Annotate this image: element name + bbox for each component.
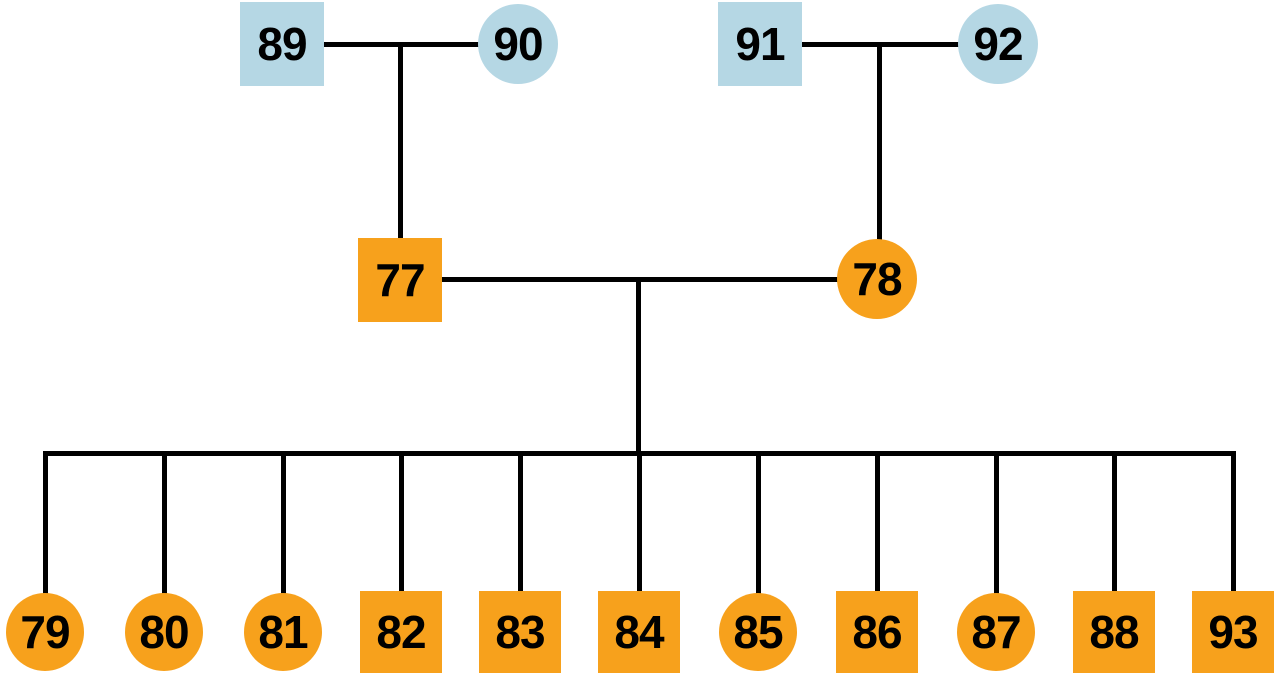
individual-node-88: 88 [1073,591,1155,673]
individual-id-label: 93 [1208,606,1258,658]
child-drop-line [280,450,286,635]
child-drop-line [636,450,642,635]
child-drop-line [993,450,999,635]
child-drop-line [398,450,404,635]
individual-node-89: 89 [240,2,324,86]
individual-id-label: 85 [733,606,783,658]
descent-line [876,41,882,282]
individual-id-label: 91 [735,18,785,70]
individual-id-label: 86 [852,606,902,658]
individual-id-label: 77 [375,254,425,306]
individual-id-label: 90 [493,18,543,70]
child-drop-line [874,450,880,635]
individual-id-label: 81 [258,606,308,658]
individual-id-label: 78 [852,253,902,305]
individual-node-92: 92 [958,4,1038,84]
individual-node-93: 93 [1192,591,1274,673]
individual-node-85: 85 [719,593,797,671]
individual-node-82: 82 [360,591,442,673]
individual-node-86: 86 [836,591,918,673]
descent-line [636,276,641,456]
individual-node-79: 79 [6,593,84,671]
individual-id-label: 92 [973,18,1023,70]
individual-id-label: 79 [20,606,70,658]
individual-id-label: 83 [495,606,545,658]
child-drop-line [1111,450,1117,635]
individual-node-83: 83 [479,591,561,673]
individual-id-label: 88 [1089,606,1139,658]
child-drop-line [1230,450,1236,635]
individual-node-91: 91 [718,2,802,86]
individual-node-77: 77 [358,238,442,322]
individual-id-label: 84 [614,606,664,658]
individual-node-78: 78 [837,239,917,319]
descent-line [397,41,403,283]
individual-id-label: 87 [971,606,1021,658]
individual-id-label: 82 [376,606,426,658]
individual-node-84: 84 [598,591,680,673]
child-drop-line [755,450,761,635]
child-drop-line [161,450,167,635]
child-drop-line [42,450,48,635]
individual-id-label: 80 [139,606,189,658]
individual-node-87: 87 [957,593,1035,671]
individual-node-80: 80 [125,593,203,671]
individual-id-label: 89 [257,18,307,70]
individual-node-90: 90 [478,4,558,84]
individual-node-81: 81 [244,593,322,671]
child-drop-line [517,450,523,635]
